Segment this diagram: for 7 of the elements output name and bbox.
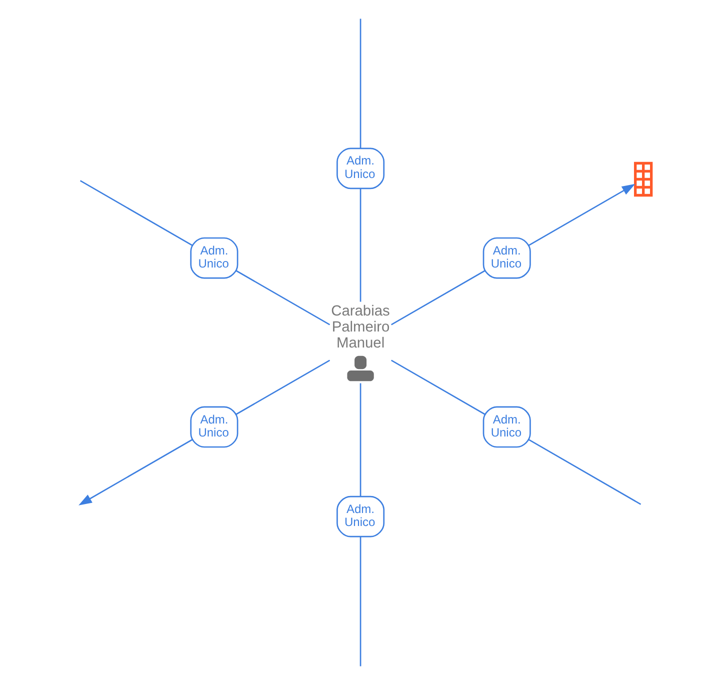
edge-label: Adm. Unico: [198, 412, 229, 440]
edge-label: Adm. Unico: [490, 412, 522, 440]
node-label: Carabias Palmeiro Manuel: [331, 304, 390, 352]
edge-label: Adm. Unico: [490, 243, 522, 271]
edge-label: Adm. Unico: [198, 243, 229, 271]
edge-label: Adm. Unico: [344, 154, 376, 182]
edge-label: Adm. Unico: [344, 502, 376, 530]
